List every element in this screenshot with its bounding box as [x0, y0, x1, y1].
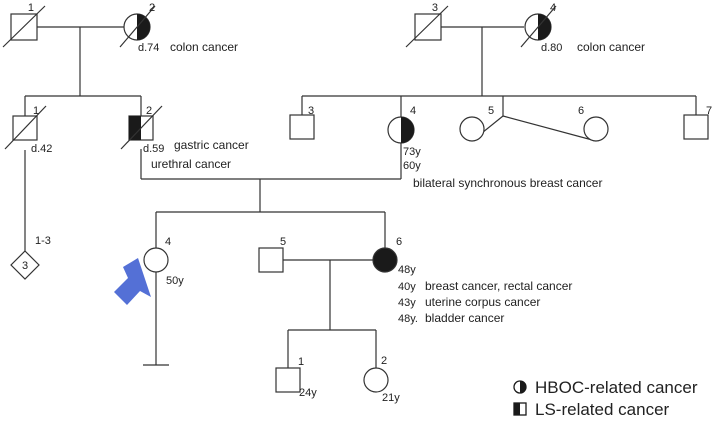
individual-g2-3-male: 3 [289, 105, 315, 140]
sibling-count: 3 [22, 260, 28, 272]
id-number: 3 [432, 2, 438, 14]
individual-g4-2-female: 2 21y [363, 355, 400, 404]
age-2: 60y [403, 160, 421, 172]
individual-g2-5-female-twin: 5 [459, 105, 494, 142]
age: 24y [299, 387, 317, 399]
id-number: 1-3 [35, 235, 51, 247]
id-number: 3 [308, 105, 314, 117]
individual-g3-5-male: 5 [258, 236, 286, 273]
id-number: 5 [280, 236, 286, 248]
individual-g3-siblings-diamond: 3 1-3 [10, 235, 51, 280]
individual-g3-6-female-affected: 6 48y 40y 43y 48y. breast cancer, rectal… [372, 236, 572, 325]
hboc-half-circle-icon [513, 380, 527, 394]
age: 21y [382, 392, 400, 404]
death-age: d.59 [143, 143, 164, 155]
individual-g1-4-female-deceased-hboc: 4 d.80 colon cancer [520, 2, 645, 54]
diagnosis-label-1: breast cancer, rectal cancer [425, 279, 572, 293]
diagnosis-label-1: gastric cancer [174, 138, 249, 152]
age-3: 43y [398, 297, 416, 309]
legend: HBOC-related cancer LS-related cancer [513, 378, 698, 419]
legend-ls-label: LS-related cancer [535, 400, 670, 417]
diagnosis-label-2: uterine corpus cancer [425, 295, 540, 309]
individual-g1-3-male-deceased: 3 [405, 2, 449, 48]
id-number: 1 [28, 2, 34, 14]
id-number: 4 [550, 2, 556, 14]
id-number: 2 [149, 2, 155, 14]
diagnosis-label: colon cancer [577, 40, 645, 54]
death-age: d.80 [541, 42, 562, 54]
diagnosis-label-3: bladder cancer [425, 311, 504, 325]
individual-g1-1-male-deceased: 1 [2, 2, 46, 48]
diagnosis-label: colon cancer [170, 40, 238, 54]
proband-arrow-icon [114, 258, 151, 305]
death-age: d.74 [138, 42, 159, 54]
legend-hboc-label: HBOC-related cancer [535, 378, 698, 397]
id-number: 1 [298, 356, 304, 368]
id-number: 4 [165, 236, 171, 248]
individual-g4-1-male: 1 24y [275, 356, 317, 399]
death-age: d.42 [31, 143, 52, 155]
diagnosis-label-2: urethral cancer [151, 157, 231, 171]
id-number: 4 [410, 105, 416, 117]
id-number: 6 [396, 236, 402, 248]
individual-g2-2-male-deceased-ls: 2 d.59 gastric cancer urethral cancer [120, 105, 249, 171]
id-number: 6 [578, 105, 584, 117]
age-1: 48y [398, 264, 416, 276]
id-number: 2 [146, 105, 152, 117]
age-4: 48y. [398, 313, 418, 325]
age-2: 40y [398, 281, 416, 293]
individual-g3-4-female-proband: 4 50y [143, 236, 184, 366]
id-number: 7 [706, 105, 712, 117]
id-number: 2 [381, 355, 387, 367]
age-1: 73y [403, 146, 421, 158]
id-number: 5 [488, 105, 494, 117]
id-number: 1 [33, 105, 39, 117]
individual-g2-6-female-twin: 6 [578, 105, 609, 142]
individual-g2-1-male-deceased: 1 d.42 [4, 105, 52, 155]
twin-line-g2-6 [502, 115, 597, 142]
ls-half-square-icon [513, 402, 527, 416]
individual-g1-2-female-deceased-hboc: 2 d.74 colon cancer [119, 2, 238, 54]
individual-g2-4-female-hboc: 4 73y 60y bilateral synchronous breast c… [387, 105, 602, 190]
age: 50y [166, 275, 184, 287]
individual-g2-7-male: 7 [683, 105, 712, 140]
diagnosis-label: bilateral synchronous breast cancer [413, 176, 602, 190]
